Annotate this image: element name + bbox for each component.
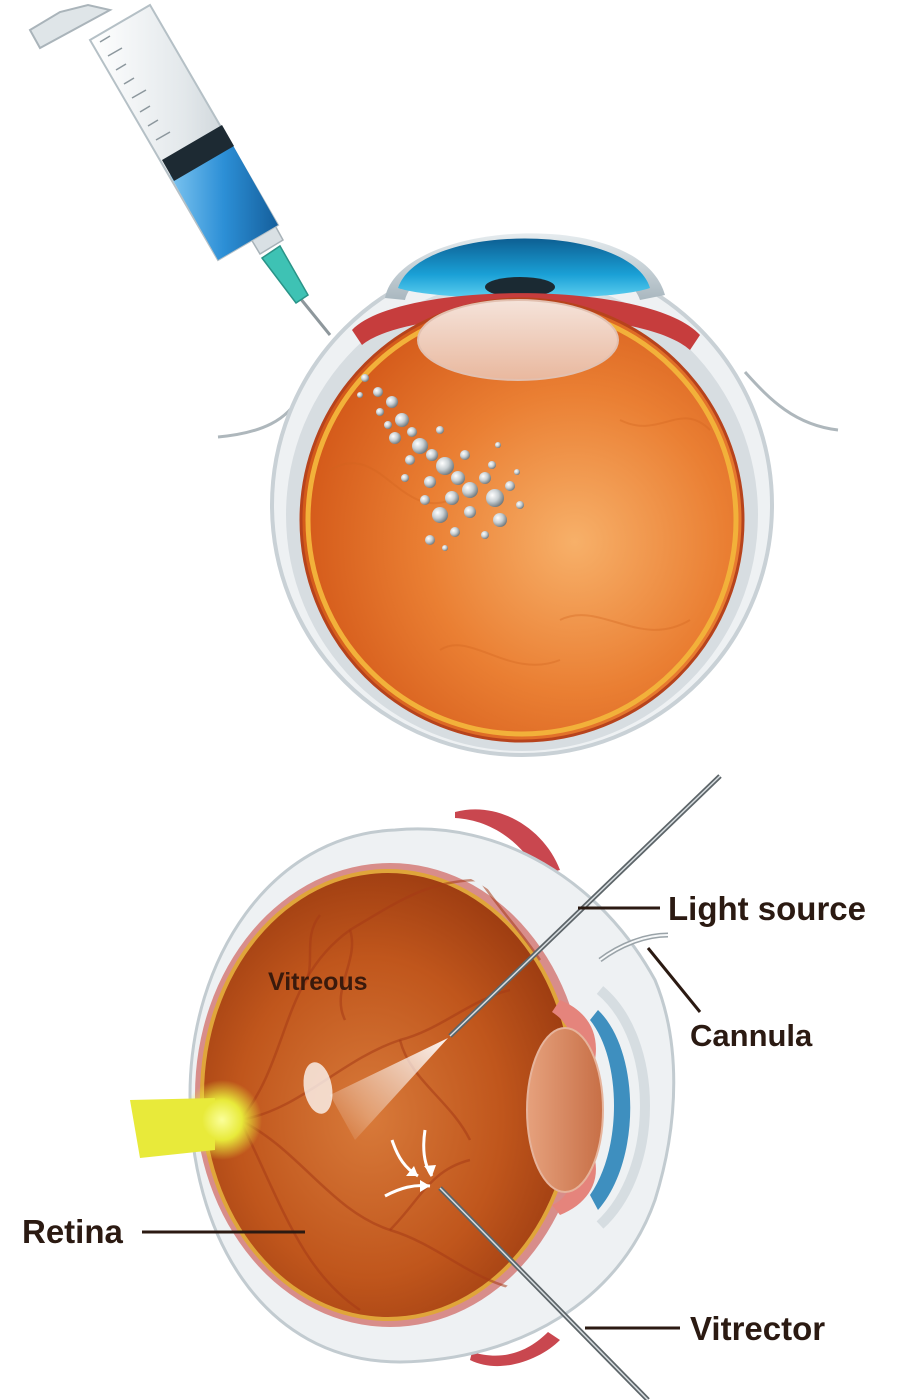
retina-label: Retina: [22, 1213, 124, 1250]
needle-hub: [262, 246, 308, 303]
optic-disc-glow: [182, 1080, 262, 1160]
vitrector-label: Vitrector: [690, 1310, 825, 1347]
crystalline-lens: [527, 1028, 603, 1192]
vitreous-label: Vitreous: [268, 968, 368, 996]
lens: [418, 300, 618, 380]
light-source-label: Light source: [668, 890, 866, 927]
vitrectomy-panel: Light source Cannula Vitreous Retina Vit…: [22, 776, 866, 1400]
syringe: [30, 5, 330, 335]
cannula-label: Cannula: [690, 1018, 813, 1053]
syringe-needle: [300, 298, 330, 335]
injection-panel: [30, 5, 838, 755]
